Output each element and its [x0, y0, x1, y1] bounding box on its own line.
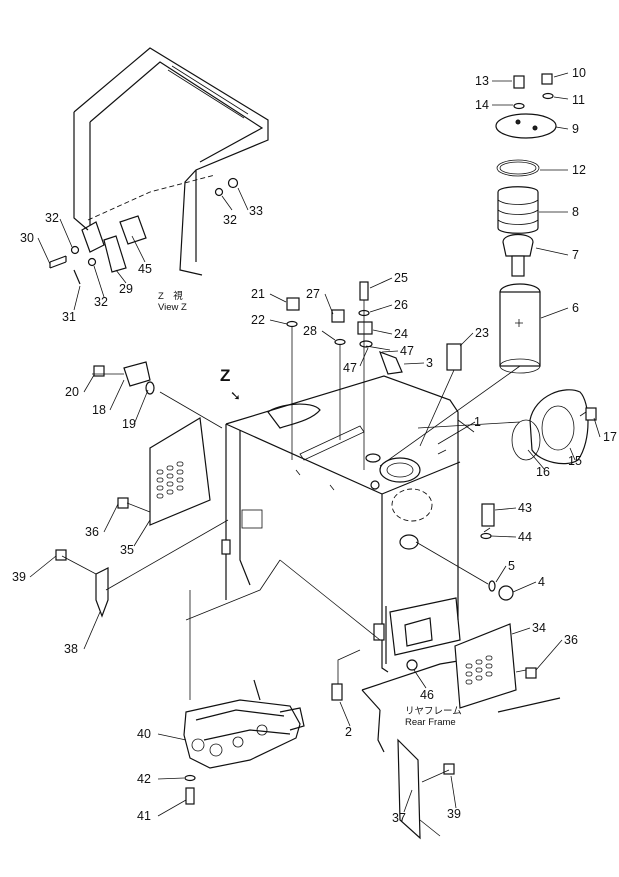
part-label-39-a: 39 — [12, 570, 26, 584]
part-label-7: 7 — [572, 248, 579, 262]
part-label-45: 45 — [138, 262, 152, 276]
part-label-43: 43 — [518, 501, 532, 515]
part-label-21: 21 — [251, 287, 265, 301]
part-label-3: 3 — [426, 356, 433, 370]
part-label-6: 6 — [572, 301, 579, 315]
part-label-13: 13 — [475, 74, 489, 88]
part-label-36-a: 36 — [85, 525, 99, 539]
part-label-36-b: 36 — [564, 633, 578, 647]
small-fittings — [55, 281, 597, 805]
part-label-32-c: 32 — [94, 295, 108, 309]
part-label-17: 17 — [603, 430, 617, 444]
part-label-32-b: 32 — [223, 213, 237, 227]
part-label-8: 8 — [572, 205, 579, 219]
part-label-23: 23 — [475, 326, 489, 340]
part-label-35: 35 — [120, 543, 134, 557]
view-z-marker: Z — [220, 366, 231, 385]
part-label-11: 11 — [572, 93, 585, 107]
filter-stack — [495, 73, 557, 374]
part-label-41: 41 — [137, 809, 151, 823]
part-label-9: 9 — [572, 122, 579, 136]
part-label-39-b: 39 — [447, 807, 461, 821]
part-label-47-a: 47 — [400, 344, 414, 358]
part-label-1: 1 — [474, 415, 481, 429]
part-label-37: 37 — [392, 811, 406, 825]
part-label-5: 5 — [508, 559, 515, 573]
arrow-icon: ➘ — [230, 388, 241, 403]
part-label-32-a: 32 — [45, 211, 59, 225]
part-label-34: 34 — [532, 621, 546, 635]
rear-frame-caption-jp: リヤフレーム — [405, 706, 462, 717]
view-z-cover — [49, 47, 269, 285]
part-label-24: 24 — [394, 327, 408, 341]
bracket-38 — [95, 567, 109, 618]
part-label-28: 28 — [303, 324, 317, 338]
part-label-19: 19 — [122, 417, 136, 431]
part-label-38: 38 — [64, 642, 78, 656]
flange-and-gasket — [511, 389, 589, 465]
part-label-22: 22 — [251, 313, 265, 327]
part-label-30: 30 — [20, 231, 34, 245]
part-label-47-b: 47 — [343, 361, 357, 375]
leader-lines — [61, 300, 587, 837]
side-cover-right — [454, 623, 517, 709]
part-label-15: 15 — [568, 454, 582, 468]
part-label-2: 2 — [345, 725, 352, 739]
part-label-27: 27 — [306, 287, 320, 301]
part-label-26: 26 — [394, 298, 408, 312]
part-label-46: 46 — [420, 688, 434, 702]
part-label-14: 14 — [475, 98, 489, 112]
part-label-29: 29 — [119, 282, 133, 296]
part-label-20: 20 — [65, 385, 79, 399]
part-label-12: 12 — [572, 163, 586, 177]
part-label-44: 44 — [518, 530, 532, 544]
side-cover-left — [149, 417, 211, 526]
part-label-4: 4 — [538, 575, 545, 589]
pump-assembly — [183, 679, 305, 769]
view-z-caption-jp: Z 視 — [158, 291, 183, 302]
rear-frame-caption-en: Rear Frame — [405, 717, 456, 728]
rear-frame-guard — [361, 597, 561, 840]
view-z-caption-en: View Z — [158, 302, 187, 313]
part-label-33: 33 — [249, 204, 263, 218]
part-label-42: 42 — [137, 772, 151, 786]
part-label-18: 18 — [92, 403, 106, 417]
part-label-25: 25 — [394, 271, 408, 285]
part-label-16: 16 — [536, 465, 550, 479]
part-label-10: 10 — [572, 66, 586, 80]
part-label-40: 40 — [137, 727, 151, 741]
part-label-31: 31 — [62, 310, 76, 324]
